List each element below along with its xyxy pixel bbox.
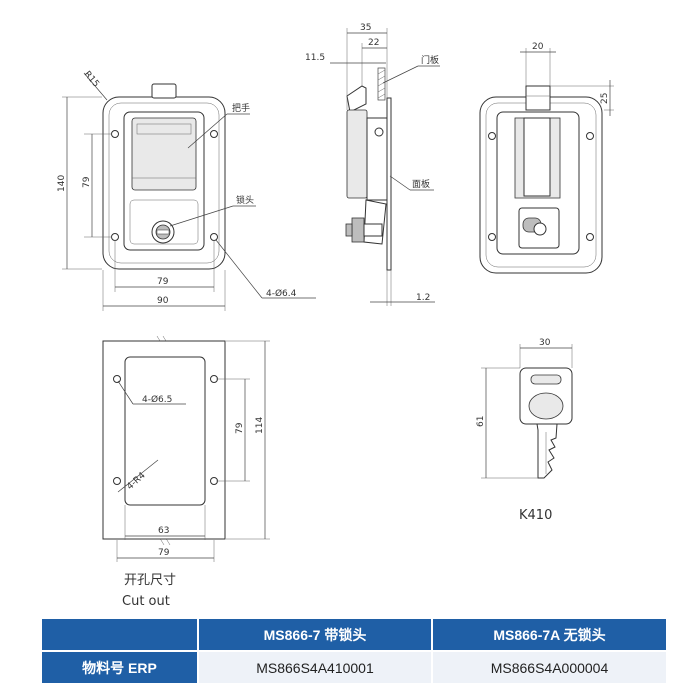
table-row: 物料号 ERP MS866S4A410001 MS866S4A000004: [42, 650, 666, 683]
cutout-title-en: Cut out: [122, 594, 170, 609]
erp-header-blank: [42, 619, 199, 651]
callout-lock-head: 锁头: [236, 194, 254, 206]
technical-drawing: R15 140 79 79 90 4-Ø6.4 把手 锁头: [57, 23, 614, 609]
dim-11-5: 11.5: [305, 53, 325, 63]
dim-width-90: 90: [157, 296, 169, 306]
dim-inner-width-79: 79: [157, 277, 169, 287]
side-view: 35 22 11.5 1.2 门板 面板: [305, 23, 440, 306]
rear-view: 20 25: [479, 42, 614, 274]
dim-20: 20: [532, 42, 544, 52]
key-view: 30 61 K410: [476, 338, 573, 523]
erp-header-ms866-7a: MS866-7A 无锁头: [432, 619, 666, 651]
cutout-title-cn: 开孔尺寸: [124, 573, 176, 588]
erp-table: MS866-7 带锁头 MS866-7A 无锁头 物料号 ERP MS866S4…: [42, 619, 666, 683]
erp-code-ms866-7: MS866S4A410001: [198, 650, 433, 683]
callout-handle: 把手: [232, 102, 250, 114]
radius-label: R15: [82, 70, 101, 90]
cutout-view: 4-Ø6.5 4-R4 114 79 63 79 开孔尺寸 Cut out: [102, 335, 270, 609]
erp-table-header: MS866-7 带锁头 MS866-7A 无锁头: [42, 619, 666, 651]
callout-door-panel: 门板: [421, 54, 439, 66]
dim-height-140: 140: [57, 175, 67, 192]
front-view: R15 140 79 79 90 4-Ø6.4 把手 锁头: [57, 70, 316, 311]
dim-cutout-79-v: 79: [235, 422, 245, 434]
erp-header-ms866-7: MS866-7 带锁头: [198, 619, 433, 651]
dim-114: 114: [255, 417, 265, 434]
dim-cutout-79-h: 79: [158, 548, 170, 558]
callout-face-plate: 面板: [412, 178, 430, 190]
dim-1-2: 1.2: [416, 293, 430, 303]
dim-35: 35: [360, 23, 371, 33]
dim-inner-height-79: 79: [82, 176, 92, 188]
key-dim-height: 61: [476, 416, 486, 427]
dim-25: 25: [600, 93, 610, 104]
erp-row-label: 物料号 ERP: [42, 650, 199, 683]
hole-label-6-4: 4-Ø6.4: [266, 288, 297, 299]
hole-label-6-5: 4-Ø6.5: [142, 394, 172, 405]
dim-63: 63: [158, 526, 169, 536]
erp-code-ms866-7a: MS866S4A000004: [432, 650, 666, 683]
key-model: K410: [519, 508, 552, 523]
key-dim-width: 30: [539, 338, 551, 348]
dim-22: 22: [368, 38, 379, 48]
